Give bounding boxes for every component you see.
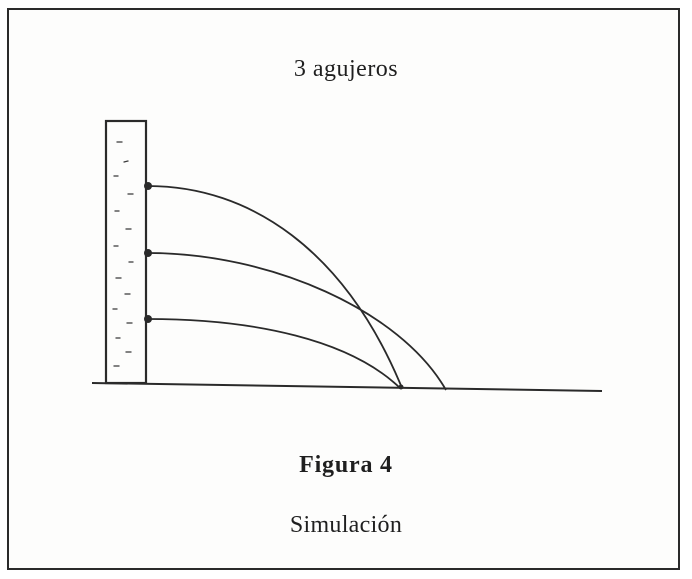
ground-line bbox=[91, 382, 603, 392]
landing-point bbox=[398, 384, 404, 390]
diagram-heading: 3 agujeros bbox=[293, 56, 399, 82]
jet-middle bbox=[147, 252, 447, 391]
jet-bottom bbox=[147, 318, 401, 389]
water-hatching bbox=[112, 141, 134, 367]
figure-caption: Simulación bbox=[289, 512, 403, 538]
figure-number: Figura 4 bbox=[299, 452, 393, 478]
water-tank bbox=[104, 119, 148, 385]
tank-wall bbox=[104, 119, 148, 385]
figure-frame bbox=[7, 8, 680, 570]
jet-top bbox=[147, 185, 403, 389]
